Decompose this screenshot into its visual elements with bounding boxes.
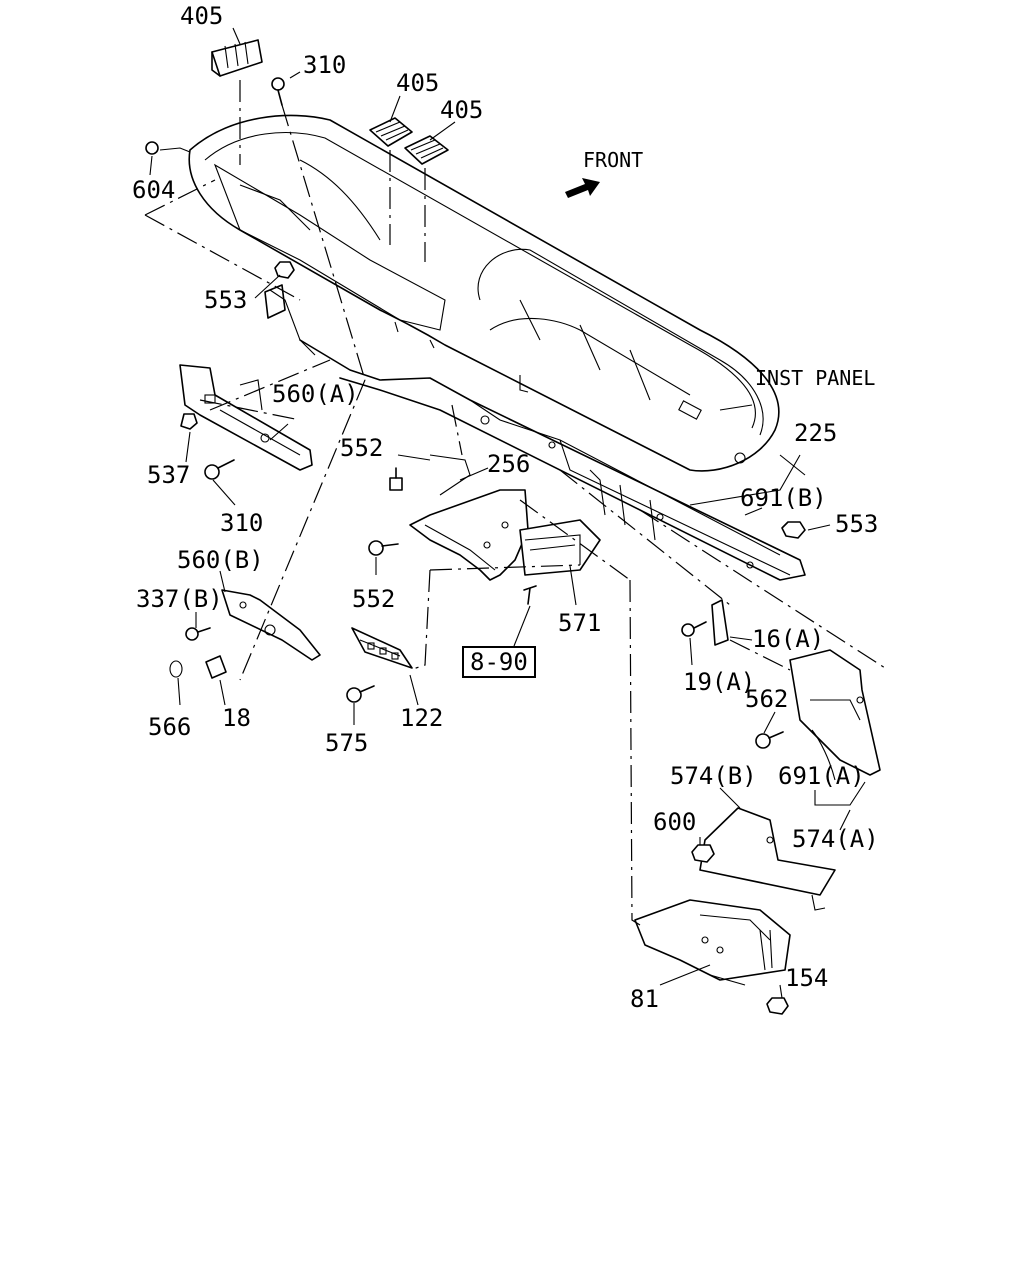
callout-575: 575 [325,729,369,757]
vent-405-center [369,117,413,147]
callout-310-lower: 310 [220,509,264,537]
callout-8-90-reference[interactable]: 8-90 [462,646,536,678]
cross-car-beam [264,284,806,581]
bracket-560b [221,589,321,661]
clip-566 [169,660,183,678]
clip-18 [205,655,227,679]
screw-8-90 [523,585,537,605]
callout-122: 122 [400,704,444,732]
instrument-panel [188,114,780,472]
callout-81: 81 [630,985,659,1013]
screw-575 [346,685,375,703]
callout-19a: 19(A) [683,668,756,696]
callout-552-lower: 552 [352,585,396,613]
inst-panel-label: INST PANEL [755,366,876,390]
callout-337b: 337(B) [136,585,223,613]
vent-405-left [211,39,263,77]
bracket-574b [699,807,836,911]
bolt-562 [755,731,784,749]
bolt-552-upper [389,467,403,491]
bolt-310-top [271,77,285,106]
bolt-337b [185,627,211,641]
callout-18: 18 [222,704,251,732]
callout-691b: 691(B) [740,484,827,512]
callout-552-upper: 552 [340,434,384,462]
callout-405-center: 405 [396,69,440,97]
callout-537: 537 [147,461,191,489]
callout-691a: 691(A) [778,762,865,790]
callout-154: 154 [785,964,829,992]
callout-405-right: 405 [440,96,484,124]
callout-604: 604 [132,176,176,204]
callout-600: 600 [653,808,697,836]
leader-lines [149,27,866,999]
callout-310-top: 310 [303,51,347,79]
nut-154 [766,997,789,1015]
callout-405-top-left: 405 [180,2,224,30]
callout-16a: 16(A) [752,625,825,653]
nut-553-right [781,521,806,539]
switch-panel-122 [351,627,413,669]
bolt-552-lower [368,540,399,556]
callout-225: 225 [794,419,838,447]
assembly-lines [144,80,886,926]
callout-553-left: 553 [204,286,248,314]
callout-256: 256 [487,450,531,478]
bracket-560a [179,364,313,471]
callout-562: 562 [745,685,789,713]
bracket-16a [711,599,729,646]
callout-566: 566 [148,713,192,741]
nut-537 [180,413,198,430]
callout-560a: 560(A) [272,380,359,408]
nut-600 [691,844,715,863]
bracket-81 [634,899,791,986]
callout-571: 571 [558,609,602,637]
vent-405-right [404,135,449,165]
pocket-571 [519,519,601,576]
screw-19a [681,621,707,637]
callout-553-right: 553 [835,510,879,538]
nut-604 [145,141,159,155]
bolt-310-lower [204,459,235,480]
front-arrow-icon [565,178,600,198]
callout-574a: 574(A) [792,825,879,853]
bracket-574a [789,649,881,781]
nut-553-left [274,261,295,279]
callout-560b: 560(B) [177,546,264,574]
callout-574b: 574(B) [670,762,757,790]
front-label: FRONT [583,148,644,172]
